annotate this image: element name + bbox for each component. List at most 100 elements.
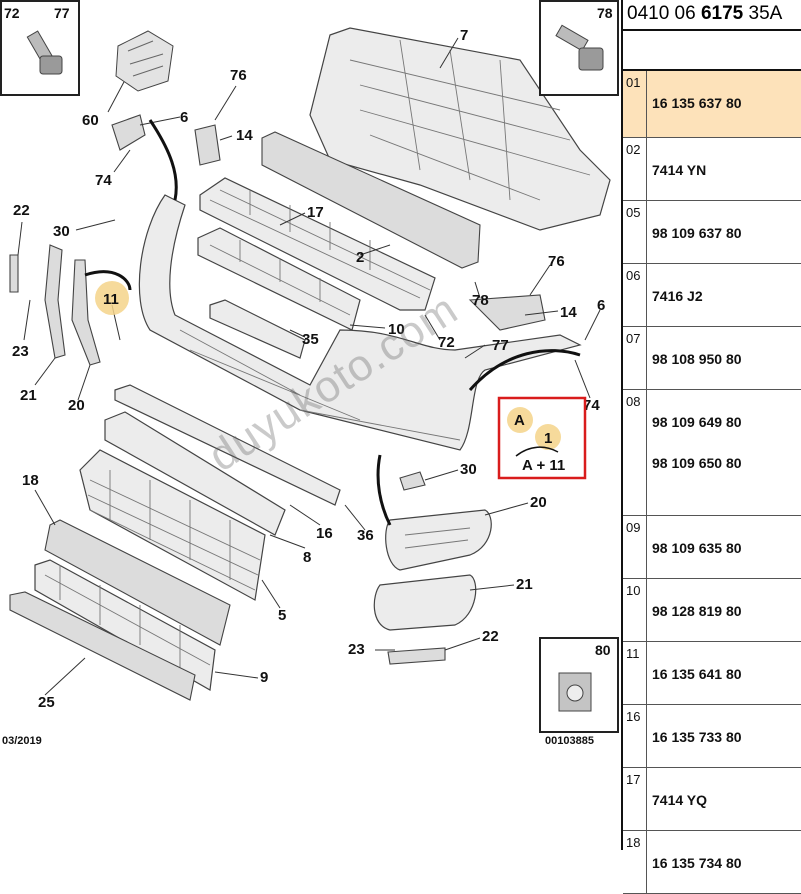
row-index: 17: [623, 768, 647, 830]
part-reference: 98 128 819 80: [652, 603, 742, 619]
clip-nut-icon: [558, 672, 592, 712]
part-9-lower-grille: [34, 559, 216, 691]
callout: 35: [302, 331, 319, 348]
parts-list-row[interactable]: 10 98 128 819 80: [623, 579, 801, 642]
row-index: 18: [623, 831, 647, 893]
part-25-spoiler: [9, 591, 196, 701]
part-22-left-lamp: [9, 254, 19, 293]
bolt-icon: [555, 24, 604, 71]
part-reference: 16 135 733 80: [652, 729, 742, 745]
callout: 76: [548, 253, 565, 270]
parts-list-row[interactable]: 16 16 135 733 80: [623, 705, 801, 768]
part-reference: 98 108 950 80: [652, 351, 742, 367]
callout: 36: [357, 527, 374, 544]
detail-label-1: 1: [544, 430, 552, 447]
callout: 25: [38, 694, 55, 711]
part-8-chrome-strip: [104, 411, 286, 536]
callout: 6: [597, 297, 605, 314]
row-index: 11: [623, 642, 647, 704]
parts-list-row[interactable]: 05 98 109 637 80: [623, 201, 801, 264]
part-1-bumper: [138, 194, 582, 451]
callout: 72: [438, 334, 455, 351]
part-reference: 98 109 649 80: [652, 414, 742, 430]
parts-list-blank-row: [623, 31, 801, 71]
inset-number: 80: [595, 642, 611, 658]
callout: 5: [278, 607, 286, 624]
part-14-left-bracket: [194, 124, 221, 166]
part-60-clip-icon: [115, 30, 174, 92]
part-20-right-fog-surround: [385, 509, 492, 571]
callout-labels: 7 76 60 6 14 74 17 22 30 2 11 76 14 6 78…: [12, 27, 605, 711]
part-20-left-trim: [71, 259, 101, 366]
callout: 2: [356, 249, 364, 266]
callout: 14: [236, 127, 253, 144]
row-index: 16: [623, 705, 647, 767]
parts-list-row[interactable]: 11 16 135 641 80: [623, 642, 801, 705]
row-index: 02: [623, 138, 647, 200]
parts-list-row[interactable]: 01 16 135 637 80: [623, 71, 801, 138]
callout: 77: [492, 337, 509, 354]
callout: 23: [348, 641, 365, 658]
row-index: 06: [623, 264, 647, 326]
part-reference: 98 109 637 80: [652, 225, 742, 241]
parts-list-row[interactable]: 06 7416 J2: [623, 264, 801, 327]
bolt-icon: [26, 30, 63, 75]
footer-date: 03/2019: [2, 735, 42, 747]
detail-label-a: A: [514, 412, 525, 429]
part-reference: 16 135 641 80: [652, 666, 742, 682]
part-21-right-fog-frame: [373, 574, 477, 631]
lead-curve-36: [376, 454, 392, 526]
callout: 18: [22, 472, 39, 489]
part-22-right-lamp: [387, 647, 446, 665]
callout: 8: [303, 549, 311, 566]
part-reference: 7416 J2: [652, 288, 703, 304]
callout: 74: [583, 397, 600, 414]
header-suffix: 35A: [743, 3, 783, 24]
part-35-grille-insert: [209, 299, 306, 359]
parts-list-header: 0410 06 6175 35A: [623, 0, 801, 31]
part-2-beam: [261, 131, 481, 269]
callout: 16: [316, 525, 333, 542]
callout: 20: [68, 397, 85, 414]
part-5-grille: [79, 449, 266, 601]
detail-box: A 1 A + 11: [497, 396, 587, 480]
callout: 6: [180, 109, 188, 126]
part-reference: 98 109 650 80: [652, 455, 742, 471]
part-6-left-guide: [111, 114, 146, 151]
leader-lines: [17, 37, 601, 696]
row-index: 10: [623, 579, 647, 641]
inset-number: 77: [54, 5, 70, 21]
inset-bottom-right: 80: [539, 637, 619, 733]
row-index: 05: [623, 201, 647, 263]
part-16-molding: [114, 384, 341, 506]
header-prefix: 0410 06: [627, 3, 701, 24]
lead-curve-6-right: [468, 349, 581, 391]
row-index: 01: [623, 71, 647, 137]
inset-number: 72: [4, 5, 20, 21]
inset-top-right: 78: [539, 0, 619, 96]
callout: 22: [482, 628, 499, 645]
callout: 7: [460, 27, 468, 44]
part-7-shape: [309, 27, 611, 231]
part-reference: 16 135 637 80: [652, 95, 742, 111]
parts-list-row[interactable]: 08 98 109 649 80 98 109 650 80: [623, 390, 801, 516]
callout: 21: [516, 576, 533, 593]
part-reference: 98 109 635 80: [652, 540, 742, 556]
part-30-tow-cover: [399, 471, 426, 491]
row-index: 08: [623, 390, 647, 515]
callout: 23: [12, 343, 29, 360]
highlight-11: [95, 281, 129, 315]
callout: 30: [460, 461, 477, 478]
callout: 78: [472, 292, 489, 309]
callout: 17: [307, 204, 324, 221]
callout: 11: [103, 291, 119, 308]
callout: 30: [53, 223, 70, 240]
callout: 14: [560, 304, 577, 321]
